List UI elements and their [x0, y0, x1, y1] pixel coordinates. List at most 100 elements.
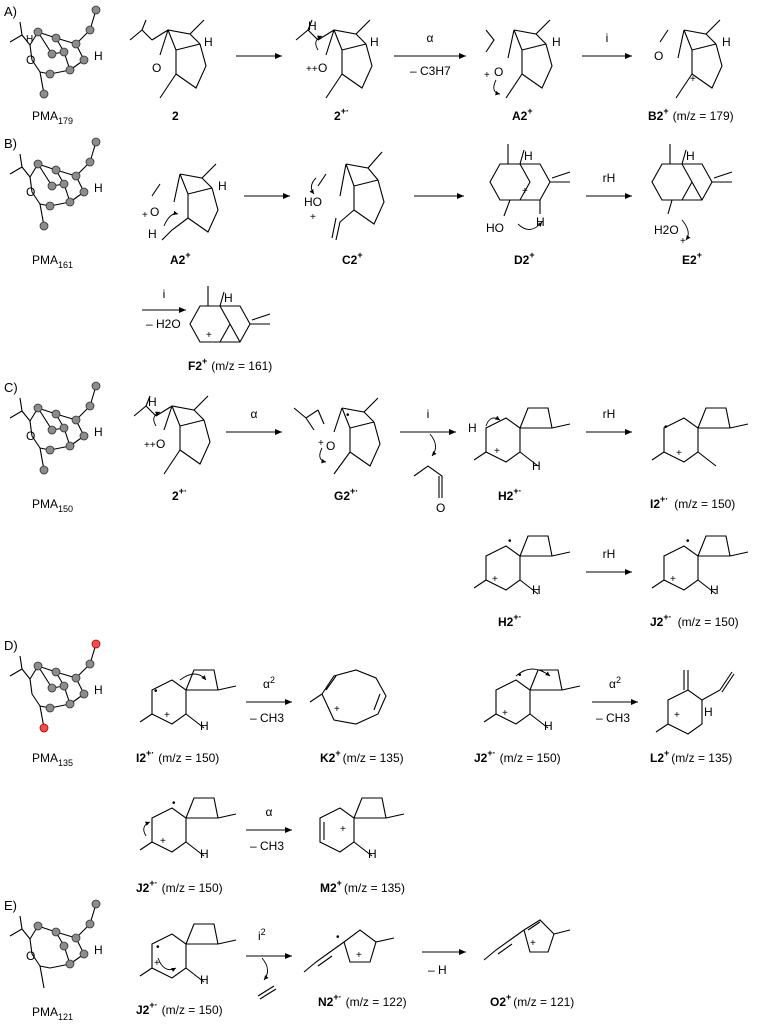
compound-k2-structure: + [309, 669, 387, 725]
h-atom: H [200, 719, 209, 733]
oxygen-atom: O [152, 61, 161, 75]
i2-label: i2 [258, 927, 266, 943]
plus-charge: + [318, 438, 324, 449]
label-2-radical: 2+· [334, 106, 349, 123]
h-atom: H [722, 35, 731, 49]
h-atom: H [200, 973, 209, 987]
plus-charge: + [154, 958, 160, 969]
radical-cation-sign: ++ [144, 440, 156, 451]
loss-ch3-label: – CH3 [250, 839, 284, 853]
plus-charge: + [356, 950, 362, 961]
pma150-label: PMA150 [32, 497, 73, 514]
label-g2: G2+· [334, 486, 358, 503]
plus-charge: + [494, 446, 500, 457]
alpha2-label: α2 [263, 675, 275, 691]
oxygen-atom: O [494, 65, 503, 79]
h-atom: H [532, 459, 541, 473]
alpha-label: α [427, 31, 434, 45]
compound-c2-structure: HO + [304, 151, 385, 241]
oxygen-atom: O [318, 61, 327, 75]
compound-n2-structure: • + [303, 929, 395, 973]
label-d2: D2+ [514, 250, 535, 267]
compound-h2-structure: H + H [468, 407, 571, 473]
plus-charge: + [670, 574, 676, 585]
compound-m2-structure: + H [319, 797, 405, 861]
section-d-label: D) [4, 638, 18, 653]
h-atom: H [148, 395, 157, 409]
radical-dot: • [154, 686, 158, 697]
compound-j2-structure: • + H [139, 797, 237, 861]
compound-d2-structure: HO H H + [486, 144, 571, 235]
label-c2: C2+ [342, 250, 363, 267]
oxygen-atom: O [436, 501, 445, 515]
pma135-ball-stick-model: H [9, 639, 103, 733]
plus-charge: + [142, 210, 148, 221]
h-atom: H [524, 149, 533, 163]
h-atom: H [686, 149, 695, 163]
radical-cation-sign: ++ [306, 64, 318, 75]
h-atom: H [94, 943, 103, 957]
radical-dot: • [156, 942, 160, 953]
compound-l2-structure: + H [655, 670, 735, 735]
compound-f2-structure: H + [189, 286, 271, 343]
radical-dot: • [518, 670, 522, 681]
radical-dot: • [686, 536, 690, 547]
plus-charge: + [680, 236, 686, 247]
label-e2: E2+ [682, 250, 702, 267]
label-l2: L2+(m/z = 135) [650, 748, 732, 765]
pma121-ball-stick-model: O H [9, 899, 103, 989]
compound-j2-structure: • + H [483, 668, 581, 733]
h-atom: H [94, 49, 103, 63]
label-j2f: J2+·(m/z = 150) [136, 1000, 223, 1017]
oxygen-atom: O [150, 205, 159, 219]
label-i2d: I2+·(m/z = 150) [136, 748, 219, 765]
h-atom: H [468, 421, 477, 435]
oxygen-atom: O [26, 429, 35, 443]
h-atom: H [148, 227, 157, 241]
plus-charge: + [484, 70, 490, 81]
compound-g2-structure: O + • [293, 397, 381, 475]
compound-i2-structure: • + H [139, 669, 237, 733]
alpha2-label: α2 [609, 675, 621, 691]
label-h2b: H2+· [498, 612, 522, 629]
label-j2: J2+·(m/z = 150) [650, 612, 739, 629]
h-atom: H [536, 215, 545, 229]
i-label: i [427, 407, 430, 421]
h-atom: H [26, 34, 33, 45]
loss-h2o-label: – H2O [146, 317, 181, 331]
plus-charge: + [310, 212, 316, 223]
i-label: i [163, 287, 166, 301]
plus-charge: + [676, 448, 682, 459]
label-h2: H2+· [498, 486, 522, 503]
h-atom: H [94, 683, 103, 697]
compound-i2-structure: • + [651, 407, 749, 467]
plus-charge: + [206, 330, 212, 341]
i-label: i [606, 31, 609, 45]
plus-charge: + [160, 836, 166, 847]
h-atom: H [94, 425, 103, 439]
loss-h-label: – H [428, 963, 447, 977]
label-i2: I2+·(m/z = 150) [650, 494, 735, 511]
alpha-label: α [266, 805, 273, 819]
compound-e2-structure: H2O + H [651, 144, 733, 247]
h-atom: H [710, 583, 719, 597]
h-atom: H [200, 847, 209, 861]
hydroxyl-group: HO [304, 195, 322, 209]
label-2: 2 [172, 109, 179, 123]
loss-ch3-label: – CH3 [596, 711, 630, 725]
pma179-label: PMA179 [32, 109, 73, 126]
compound-b2-structure: O + H [654, 19, 731, 99]
label-2c: 2+· [172, 486, 187, 503]
h-atom: H [218, 179, 227, 193]
section-b-label: B) [4, 136, 17, 151]
h-atom: H [204, 35, 213, 49]
plus-charge: + [164, 710, 170, 721]
plus-charge: + [522, 186, 528, 197]
loss-ch3-label: – CH3 [250, 711, 284, 725]
h-atom: H [224, 291, 233, 305]
pma161-label: PMA161 [32, 253, 73, 270]
label-f2: F2+(m/z = 161) [188, 356, 272, 373]
h-atom: H [368, 847, 377, 861]
radical-dot: • [508, 536, 512, 547]
section-c-label: C) [4, 380, 18, 395]
